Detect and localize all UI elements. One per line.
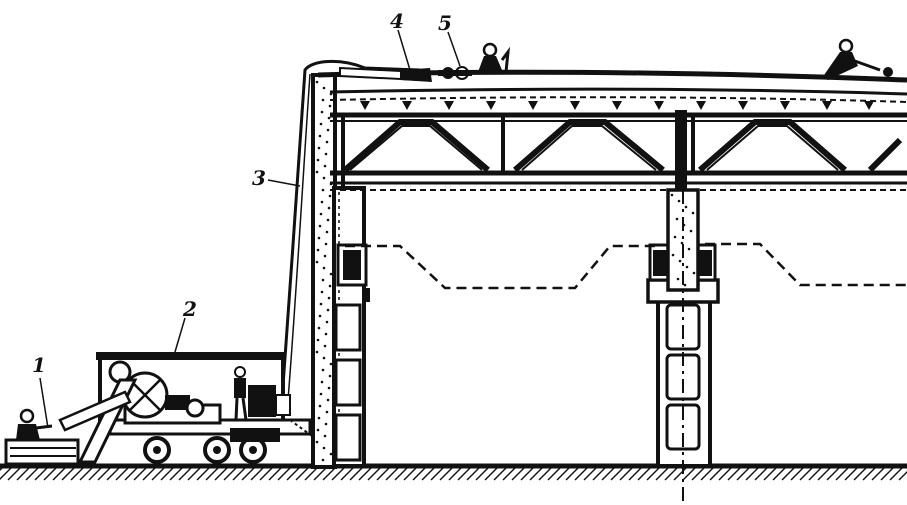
callout-labels: 1 2 3 4 5 — [32, 9, 452, 377]
dashed-profile-line — [345, 242, 907, 290]
callout-3: 3 — [252, 166, 266, 190]
callout-5: 5 — [438, 11, 452, 35]
roof-equipment — [438, 38, 893, 80]
callout-leaders — [39, 29, 461, 429]
callout-4: 4 — [390, 9, 404, 33]
middle-column — [646, 110, 720, 505]
callout-1: 1 — [32, 353, 46, 377]
feeder-hopper — [4, 378, 138, 466]
roof-truss — [317, 69, 907, 191]
callout-2: 2 — [182, 297, 197, 321]
ground — [0, 463, 907, 481]
left-column — [311, 73, 370, 469]
mobile-plant — [96, 352, 313, 464]
material-hose — [280, 59, 432, 401]
